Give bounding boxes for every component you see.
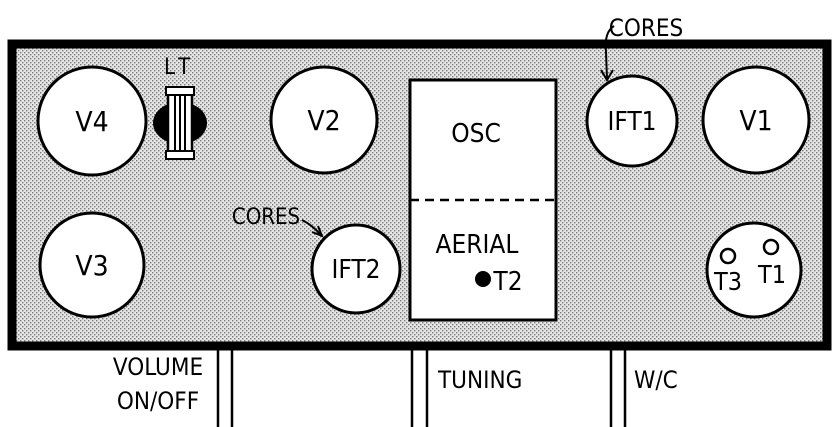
lt-label: LT [164,55,196,80]
transformer-ift1-label: IFT1 [607,107,656,137]
cores-annotation-top: CORES [600,14,683,82]
osc-label: OSC [451,119,501,149]
volume-spindle [216,350,234,427]
trimmer-t2-label: T2 [492,267,522,297]
trimmer-t1-hole [762,238,780,256]
valve-v1: V1 [701,65,811,175]
trimmer-t1-label: T1 [757,260,786,289]
wc-spindle [609,350,627,427]
volume-label: VOLUME [113,353,203,381]
transformer-ift1: IFT1 [585,74,679,168]
valve-v1-label: V1 [739,104,772,137]
transformer-ift2-label: IFT2 [331,255,380,285]
lt-component: LT [153,55,207,160]
cores-annotation-left: CORES [232,205,324,238]
trimmer-t3-hole [719,247,737,265]
valve-v3: V3 [38,211,146,319]
valve-v4: V4 [36,65,148,177]
valve-v2: V2 [269,65,379,175]
tuning-spindle [410,350,429,427]
aerial-label: AERIAL [436,230,519,260]
trimmer-block: T3 T1 [705,221,803,319]
valve-v3-label: V3 [75,249,108,282]
wc-label: W/C [634,366,678,394]
cores-top-label: CORES [609,14,683,42]
coil-box: OSC AERIAL T2 [408,78,558,322]
trimmer-t3-label: T3 [713,267,742,296]
valve-v2-label: V2 [307,104,340,137]
on-off-label: ON/OFF [117,387,199,415]
valve-v4-label: V4 [75,105,108,138]
tuning-label: TUNING [437,366,522,394]
trimmer-t2-dot [475,271,491,287]
transformer-ift2: IFT2 [310,223,402,315]
cores-left-label: CORES [232,205,300,230]
